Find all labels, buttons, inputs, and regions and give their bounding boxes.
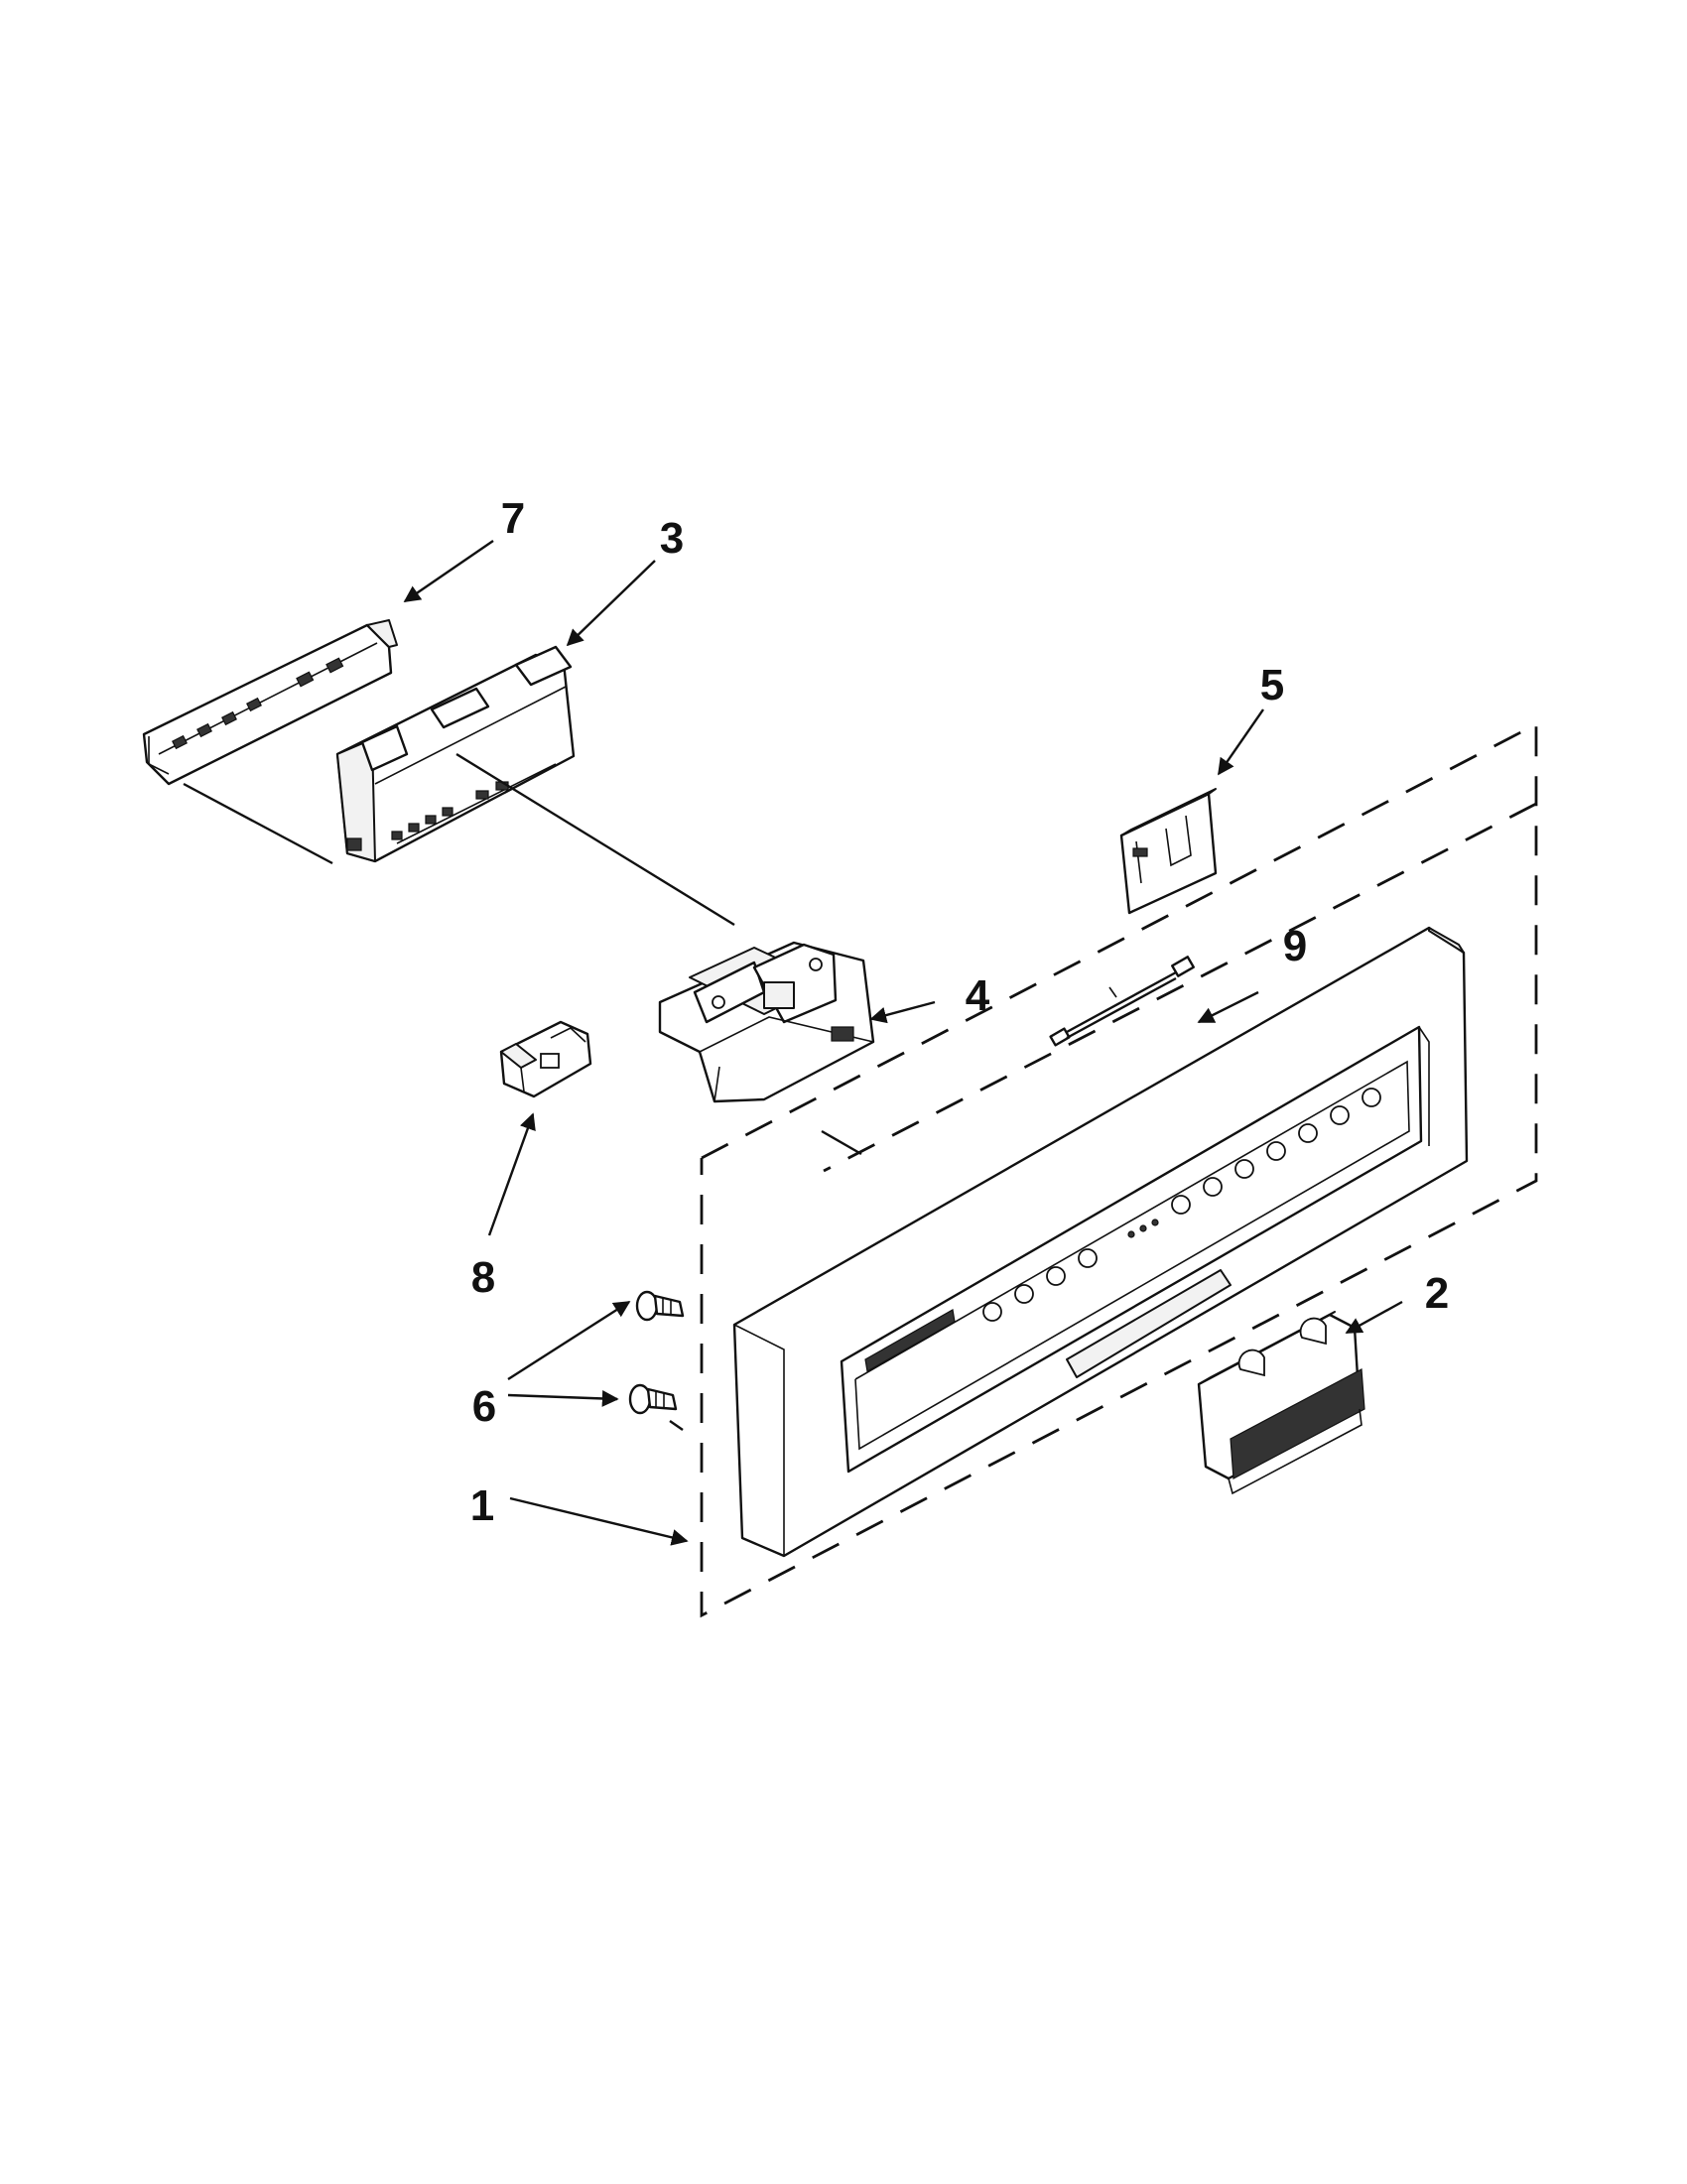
part-6-screw-upper[interactable] [635, 1290, 685, 1322]
callout-5[interactable]: 5 [1260, 661, 1284, 709]
callout-3[interactable]: 3 [660, 514, 684, 563]
part-3-control-board[interactable] [335, 645, 576, 863]
part-5-bracket[interactable] [1119, 788, 1218, 915]
callout-4[interactable]: 4 [966, 971, 990, 1020]
part-2-connector[interactable] [1197, 1311, 1365, 1495]
part-7-terminal-strip[interactable] [142, 619, 398, 786]
callout-leaders [403, 540, 1403, 1546]
callout-1[interactable]: 1 [470, 1481, 494, 1530]
part-4-housing[interactable] [658, 941, 875, 1103]
part-8-clip[interactable] [499, 1020, 592, 1098]
part-9-wire-harness[interactable] [1049, 956, 1195, 1047]
assembly-boundary [700, 721, 1538, 1618]
display-window [864, 1309, 956, 1372]
callout-8[interactable]: 8 [471, 1253, 495, 1302]
part-1-console-panel[interactable] [732, 926, 1469, 1558]
part-6-screw-lower[interactable] [628, 1383, 678, 1415]
control-buttons[interactable] [982, 1088, 1381, 1322]
callout-6[interactable]: 6 [472, 1382, 496, 1431]
callout-labels: 7 3 5 9 4 8 2 6 1 [470, 494, 1449, 1530]
callout-7[interactable]: 7 [501, 494, 525, 543]
callout-9[interactable]: 9 [1283, 922, 1307, 970]
callout-2[interactable]: 2 [1425, 1269, 1449, 1318]
